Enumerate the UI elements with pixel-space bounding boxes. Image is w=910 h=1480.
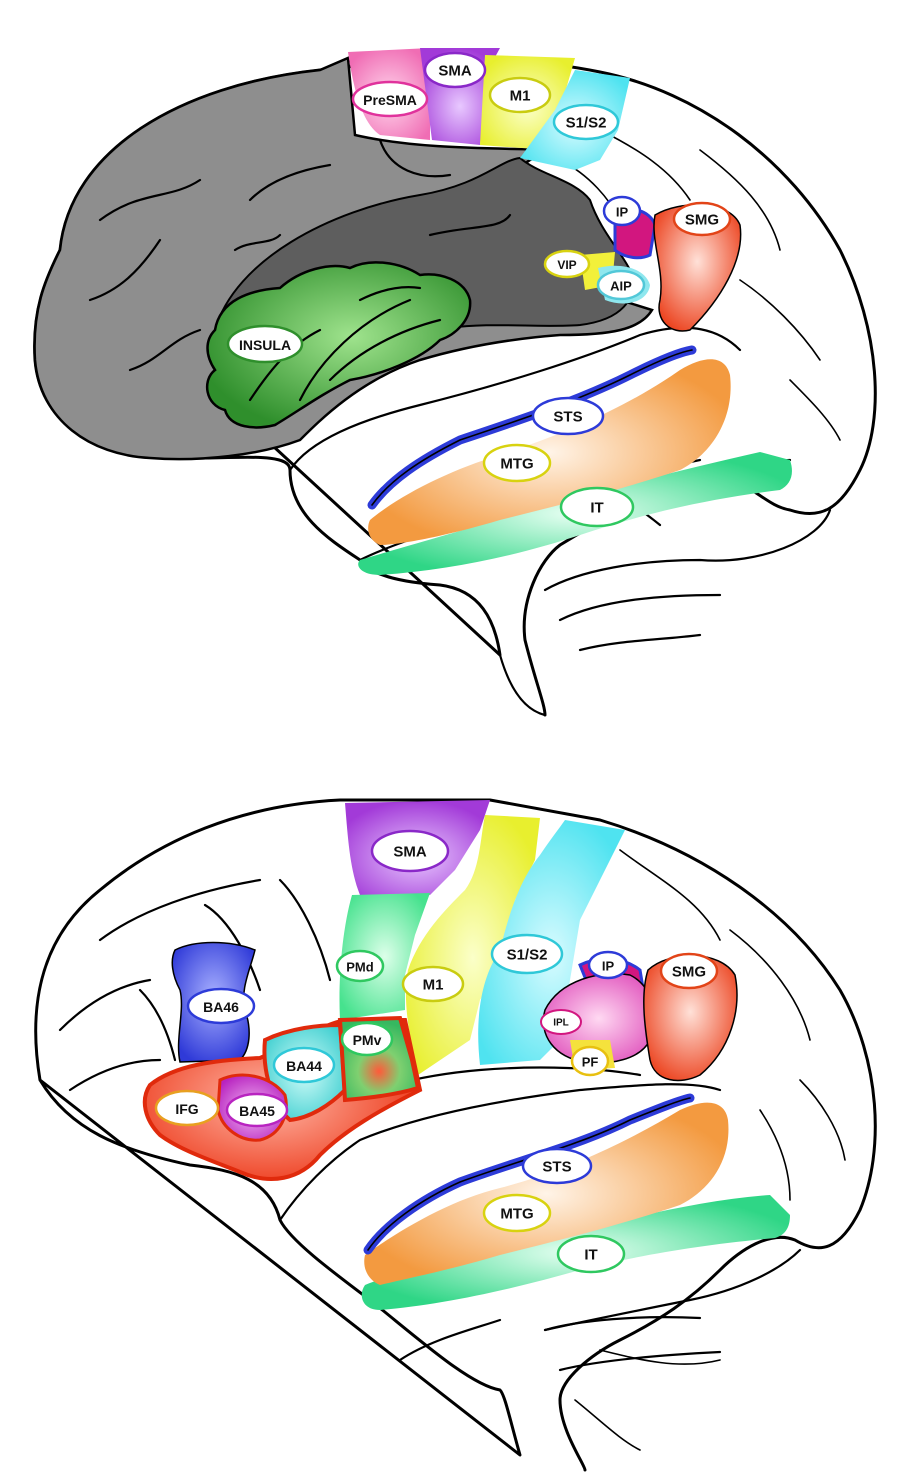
top-label-it-text: IT — [590, 500, 603, 517]
bottom-panel-lateral-brain — [36, 800, 876, 1470]
top-label-s1s2: S1/S2 — [554, 105, 618, 139]
top-label-smg-text: SMG — [685, 212, 719, 229]
bottom-label-ipl: IPL — [541, 1010, 581, 1034]
bottom-label-ip-text: IP — [602, 959, 615, 974]
top-label-sts-text: STS — [553, 409, 582, 426]
bottom-label-s1s2: S1/S2 — [492, 935, 562, 973]
top-label-vip-text: VIP — [557, 258, 576, 272]
top-label-smg: SMG — [674, 203, 730, 235]
top-label-ip: IP — [604, 197, 640, 225]
top-label-insula: INSULA — [228, 326, 302, 362]
bottom-label-mtg: MTG — [484, 1195, 550, 1231]
bottom-label-ip: IP — [589, 952, 627, 978]
bottom-label-pmv-text: PMv — [353, 1032, 382, 1048]
bottom-label-sma: SMA — [372, 831, 448, 871]
top-label-sts: STS — [533, 398, 603, 434]
bottom-label-m1-text: M1 — [423, 977, 444, 994]
top-label-s1s2-text: S1/S2 — [566, 115, 607, 132]
bottom-label-it: IT — [558, 1236, 624, 1272]
bottom-label-sts-text: STS — [542, 1159, 571, 1176]
top-label-presma-text: PreSMA — [363, 92, 417, 108]
bottom-label-ifg-text: IFG — [175, 1101, 198, 1117]
bottom-label-smg-text: SMG — [672, 964, 706, 981]
top-label-sma-text: SMA — [438, 63, 472, 80]
bottom-label-ba44: BA44 — [274, 1048, 334, 1082]
bottom-label-it-text: IT — [584, 1247, 597, 1264]
bottom-label-ba45: BA45 — [227, 1094, 287, 1126]
bottom-label-s1s2-text: S1/S2 — [507, 947, 548, 964]
top-label-aip-text: AIP — [610, 279, 632, 294]
top-label-m1-text: M1 — [510, 88, 531, 105]
top-label-m1: M1 — [490, 78, 550, 112]
top-label-it: IT — [561, 488, 633, 526]
top-label-ip-text: IP — [616, 205, 629, 220]
top-label-vip: VIP — [545, 251, 589, 277]
bottom-cerebellum-lines — [545, 1317, 720, 1370]
top-label-insula-text: INSULA — [239, 337, 291, 353]
bottom-label-ifg: IFG — [156, 1091, 218, 1125]
bottom-label-sts: STS — [523, 1149, 591, 1183]
top-label-mtg-text: MTG — [500, 456, 533, 473]
top-label-sma: SMA — [425, 53, 485, 87]
bottom-label-ba44-text: BA44 — [286, 1058, 322, 1074]
bottom-label-pmd-text: PMd — [346, 960, 374, 975]
top-label-presma: PreSMA — [353, 82, 427, 116]
bottom-label-ipl-text: IPL — [553, 1018, 569, 1029]
bottom-label-sma-text: SMA — [393, 844, 427, 861]
bottom-label-pf: PF — [572, 1047, 608, 1075]
bottom-label-ba46: BA46 — [188, 989, 254, 1023]
bottom-label-pf-text: PF — [582, 1055, 599, 1070]
bottom-label-smg: SMG — [661, 954, 717, 988]
bottom-label-pmv: PMv — [342, 1023, 392, 1055]
top-panel-medial-brain — [35, 48, 876, 715]
bottom-label-pmd: PMd — [337, 951, 383, 981]
bottom-label-ba45-text: BA45 — [239, 1103, 275, 1119]
bottom-label-mtg-text: MTG — [500, 1206, 533, 1223]
top-label-aip: AIP — [598, 271, 644, 299]
bottom-label-ba46-text: BA46 — [203, 999, 239, 1015]
bottom-label-m1: M1 — [403, 967, 463, 1001]
top-label-mtg: MTG — [484, 445, 550, 481]
